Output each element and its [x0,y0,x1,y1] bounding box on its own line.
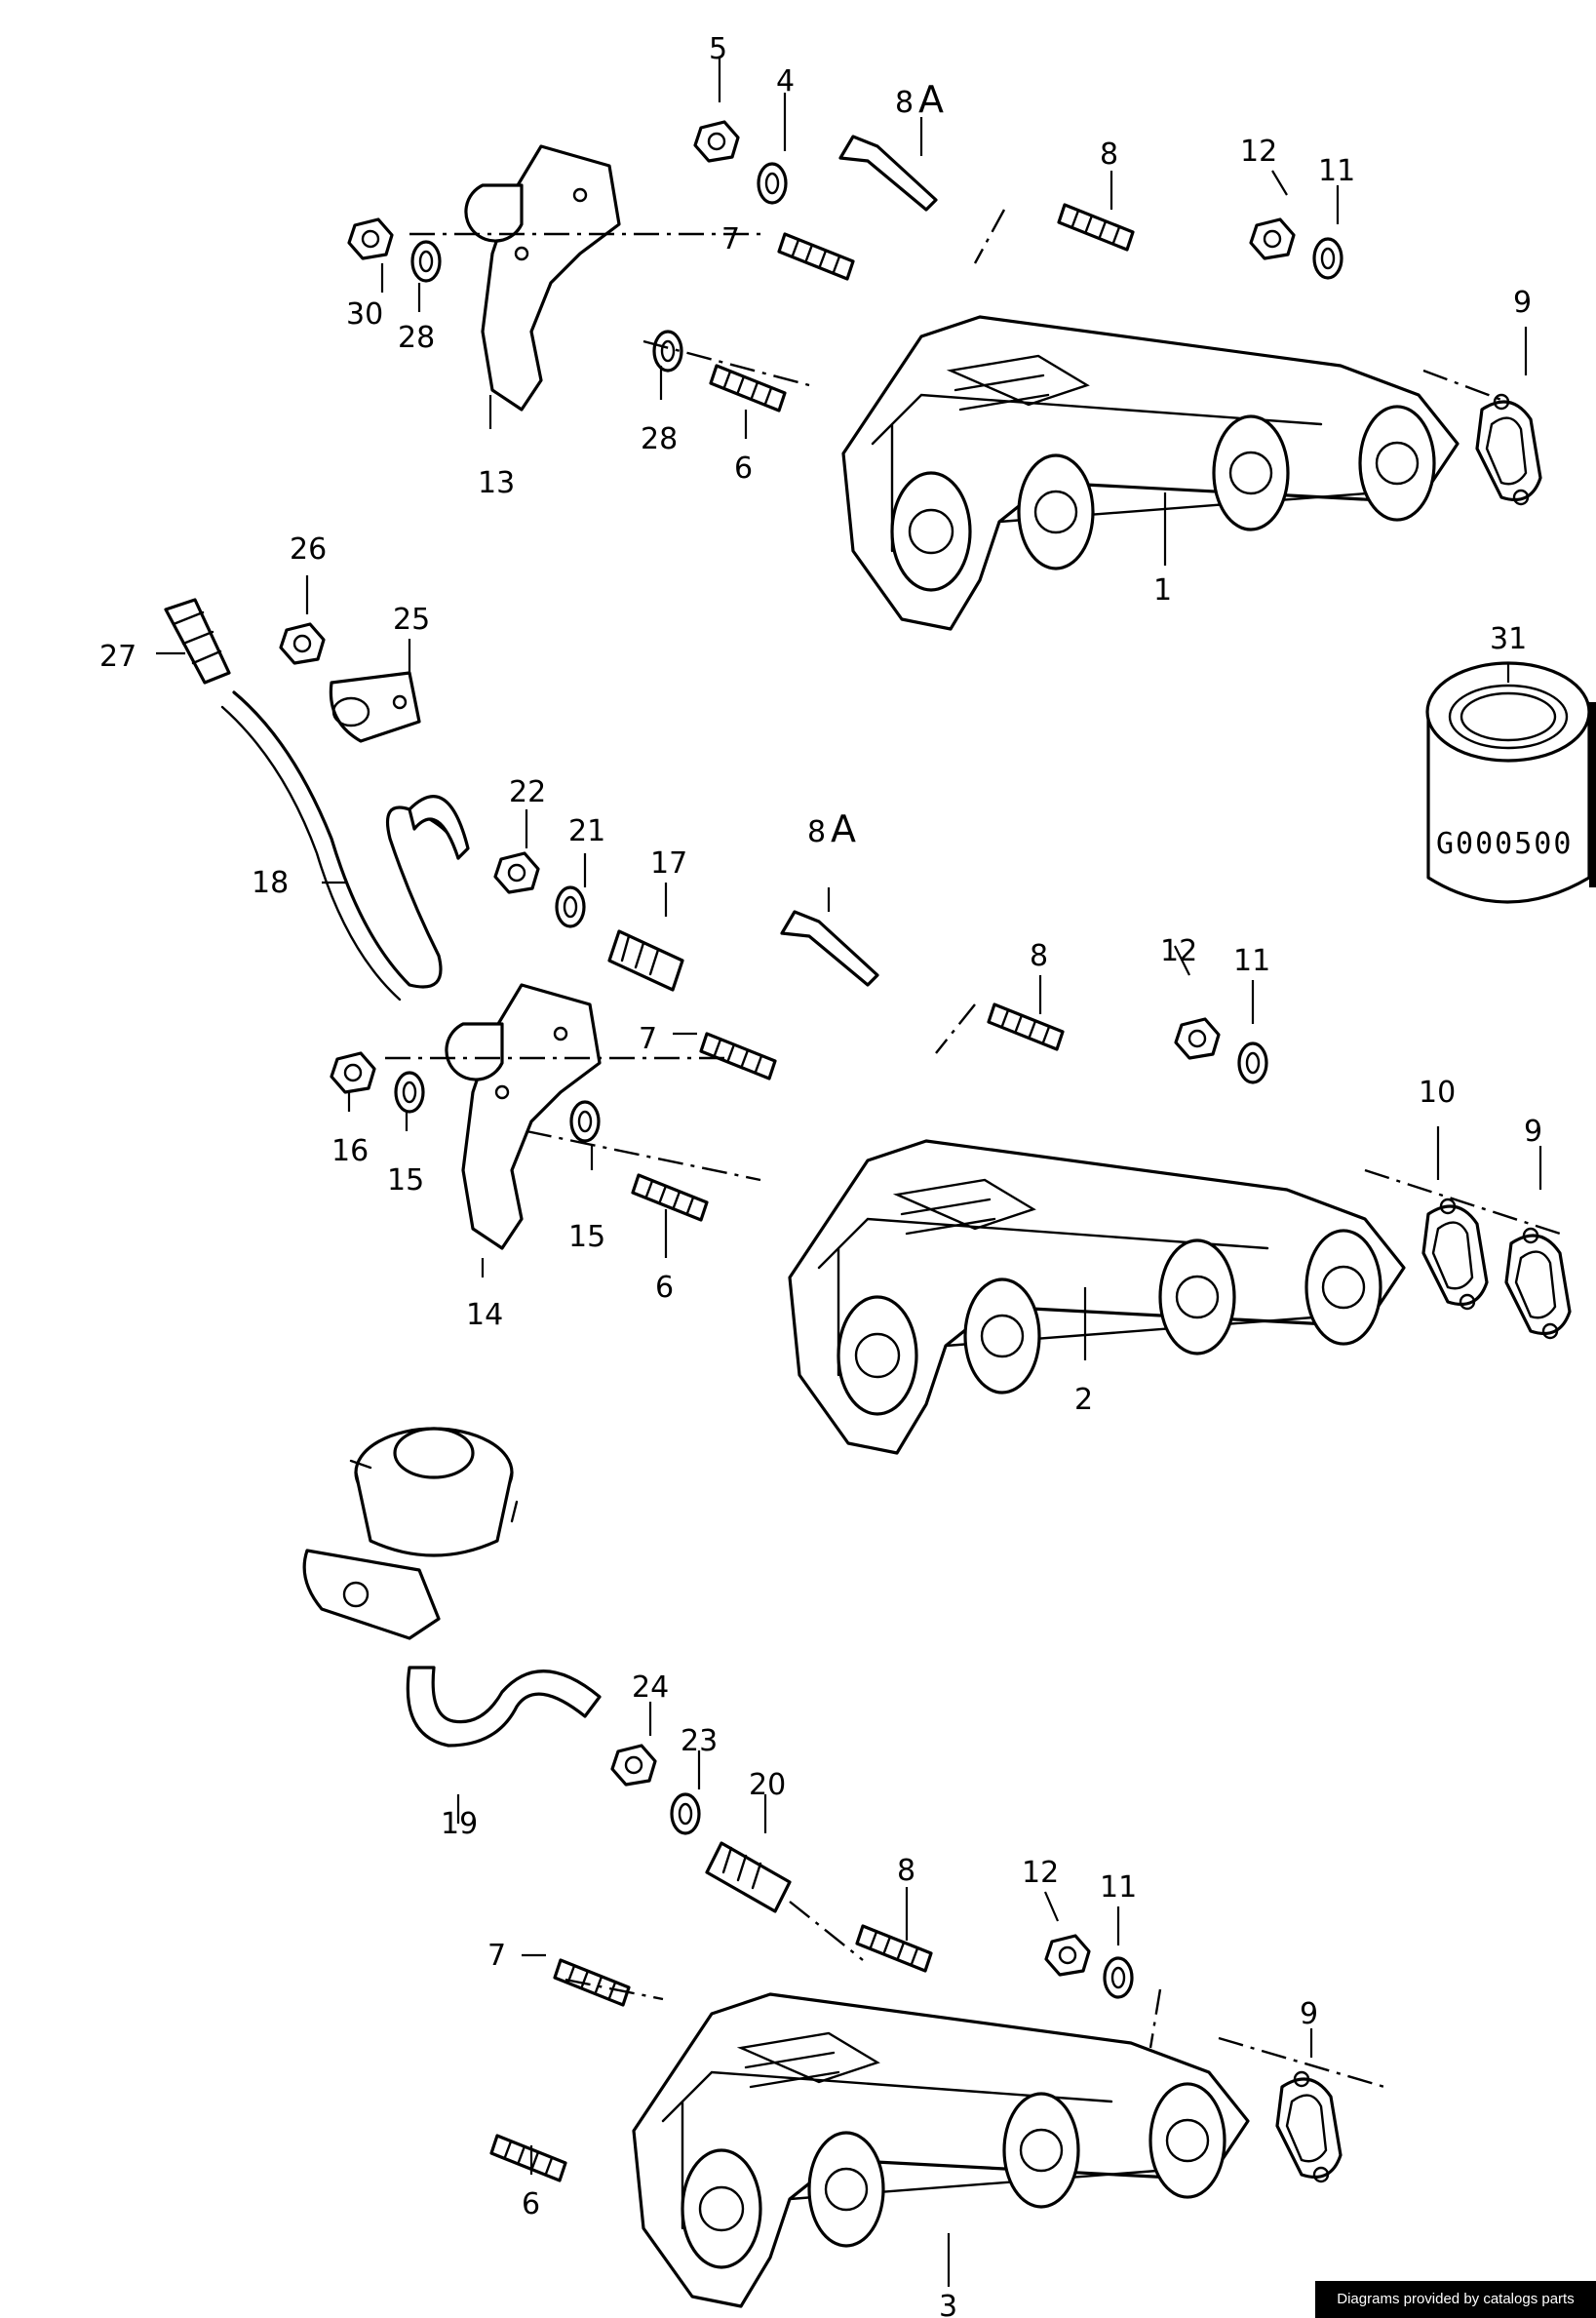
washer-11-middle [1237,1041,1268,1084]
clamp-25 [329,671,421,743]
stud-6-top [709,364,787,413]
stud-6-bottom [489,2134,567,2182]
egr-valve [302,1427,519,1640]
callout-19: 19 [441,1807,478,1841]
callout-4: 4 [776,64,795,98]
adapter-17 [607,929,684,992]
washer-11-top [1312,237,1343,280]
callout-15-bracket: 15 [387,1163,424,1198]
adapter-20 [705,1841,792,1913]
callout-9-bottom: 9 [1300,1997,1318,2031]
callout-27: 27 [99,640,136,674]
bolt-8A-top [838,135,938,212]
callout-9-top: 9 [1513,286,1532,320]
callout-12-bottom: 12 [1022,1856,1059,1890]
gasket-9-middle [1504,1227,1572,1340]
stud-7-bottom [553,1958,631,2007]
nut-12-middle [1174,1017,1221,1060]
washer-15 [569,1100,601,1143]
callout-12-middle: 12 [1160,934,1197,968]
callout-25: 25 [393,603,430,637]
callout-18: 18 [252,866,289,900]
callout-11-top: 11 [1318,154,1355,188]
stud-7-middle [699,1032,777,1080]
callout-10: 10 [1419,1076,1456,1110]
callout-30: 30 [346,297,383,332]
nut-12-bottom [1044,1934,1091,1977]
olive-21 [555,885,586,928]
callout-11-middle: 11 [1233,944,1270,978]
callout-6-top: 6 [734,452,753,486]
callout-31: 31 [1490,622,1527,656]
nut-30 [347,217,394,260]
washer-28-bracket [410,240,442,283]
callout-14: 14 [466,1298,503,1332]
gasket-9-bottom [1275,2070,1343,2183]
callout-8-top: 8 [1100,138,1118,172]
callout-17: 17 [650,846,687,881]
egr-hose-19 [406,1666,602,1748]
egr-pipe-18 [220,690,470,1002]
callout-5: 5 [709,32,727,66]
callout-8-bottom: 8 [897,1854,915,1888]
callout-23: 23 [681,1724,718,1758]
stud-8-middle [987,1002,1065,1051]
callout-20: 20 [749,1768,786,1802]
callout-7-middle: 7 [639,1022,657,1056]
stud-8-top [1057,203,1135,252]
callout-28-bracket: 28 [398,321,435,355]
callout-8A-letter: A [918,78,944,121]
callout-1: 1 [1153,573,1172,608]
pipe-connector-27 [164,598,231,685]
callout-8A-middle-letter: A [831,807,856,850]
nut-12-top [1249,217,1296,260]
callout-26: 26 [290,532,327,567]
callout-16: 16 [331,1134,369,1168]
washer-11-bottom [1103,1956,1134,1999]
callout-13: 13 [478,466,515,500]
exhaust-manifold-1 [841,315,1460,631]
washer-15-bracket [394,1071,425,1114]
alignment-lines-bottom [564,1901,1385,2089]
sealant-can-31 [1425,661,1596,904]
callout-8A-num: 8 [895,86,914,120]
union-nut-22 [493,851,540,894]
callout-9-middle: 9 [1524,1115,1542,1149]
stud-6-middle [631,1173,709,1222]
exhaust-manifold-3 [632,1992,1250,2308]
credit-banner: Diagrams provided by catalogs parts [1315,2281,1596,2318]
callout-2: 2 [1074,1383,1093,1417]
callout-22: 22 [509,775,546,809]
gasket-10 [1421,1198,1489,1311]
callout-8A-middle-num: 8 [807,815,826,849]
callout-7-top: 7 [721,222,740,256]
gasket-9-top [1475,393,1542,506]
stud-8-bottom [855,1924,933,1973]
callout-3: 3 [939,2290,957,2318]
callout-6-bottom: 6 [522,2187,540,2221]
union-nut-24 [610,1744,657,1787]
leader-lines [156,59,1542,2287]
heat-shield-bracket-13 [464,144,621,412]
stud-7-top [777,232,855,281]
callout-21: 21 [568,814,605,848]
bolt-26 [279,622,326,665]
callout-24: 24 [632,1670,669,1705]
callout-6-middle: 6 [655,1271,674,1305]
callout-8-middle: 8 [1030,939,1048,973]
bolt-8A-middle [780,910,879,987]
callout-28: 28 [641,422,678,456]
nut-16 [330,1051,376,1094]
exhaust-manifold-2 [788,1139,1406,1455]
bolt-head-5 [693,120,740,163]
callout-7-bottom: 7 [487,1939,506,1973]
washer-4 [757,162,788,205]
sealant-code: G000500 [1436,827,1573,861]
callout-12-top: 12 [1240,135,1277,169]
callout-11-bottom: 11 [1100,1870,1137,1905]
callout-15: 15 [568,1220,605,1254]
olive-23 [670,1792,701,1835]
